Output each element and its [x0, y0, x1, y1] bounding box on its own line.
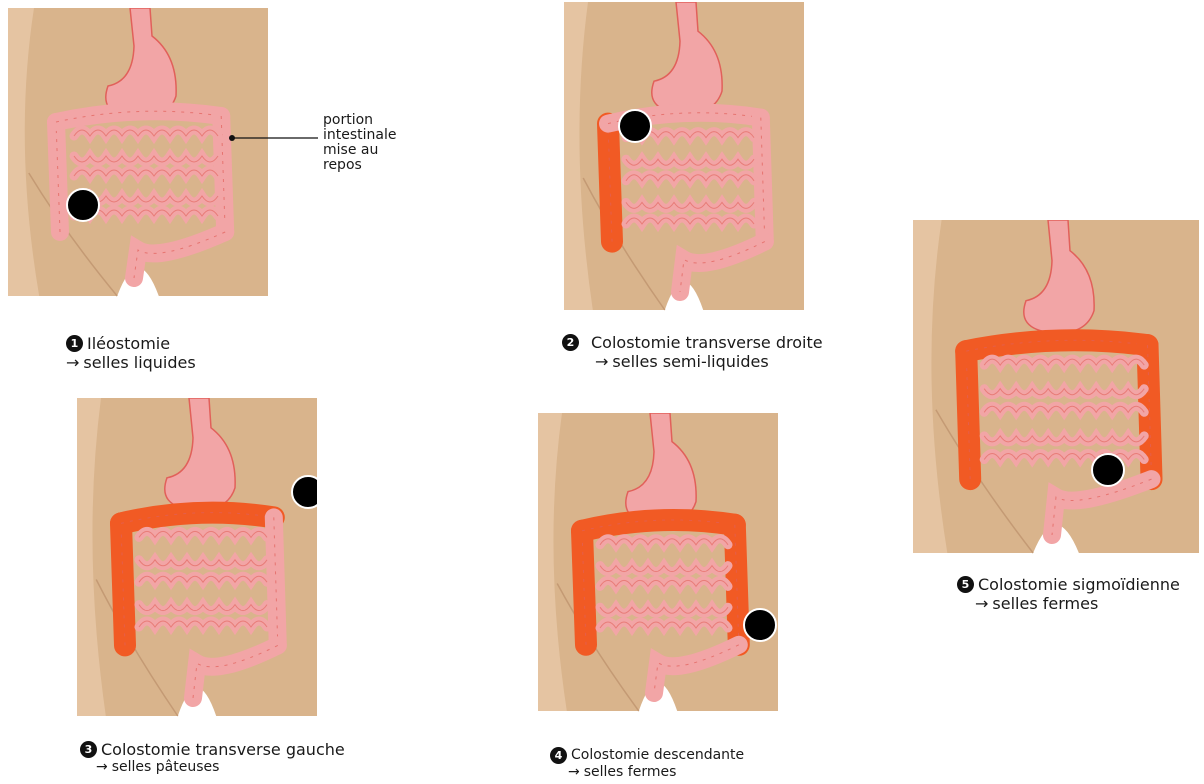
number-badge: 3 [80, 741, 97, 758]
annotation-line-2: intestinale [323, 128, 397, 143]
number-badge: 2 [562, 334, 579, 351]
caption-result: selles fermes [584, 764, 677, 781]
number-badge: 4 [550, 747, 567, 764]
arrow-glyph: → [595, 352, 608, 371]
arrow-glyph: → [975, 594, 988, 613]
arrow-glyph: → [66, 353, 79, 372]
annotation-line-4: repos [323, 158, 397, 173]
caption-right-transverse: 2 Colostomie transverse droite →selles se… [562, 333, 823, 371]
caption-result: selles fermes [992, 594, 1098, 613]
arrow-glyph: → [96, 759, 108, 776]
number-badge: 5 [957, 576, 974, 593]
caption-result: selles pâteuses [112, 759, 220, 776]
caption-title: Colostomie descendante [571, 747, 744, 764]
caption-result: selles liquides [83, 353, 195, 372]
caption-title: Colostomie transverse gauche [101, 740, 345, 759]
number-badge: 1 [66, 335, 83, 352]
annotation-line-3: mise au [323, 143, 397, 158]
caption-title: Colostomie transverse droite [591, 333, 823, 352]
caption-result: selles semi-liquides [612, 352, 768, 371]
annotation-resting-portion: portion intestinale mise au repos [323, 113, 397, 173]
arrow-glyph: → [568, 764, 580, 781]
caption-title: Iléostomie [87, 334, 170, 353]
annotation-line-1: portion [323, 113, 397, 128]
caption-title: Colostomie sigmoïdienne [978, 575, 1180, 594]
